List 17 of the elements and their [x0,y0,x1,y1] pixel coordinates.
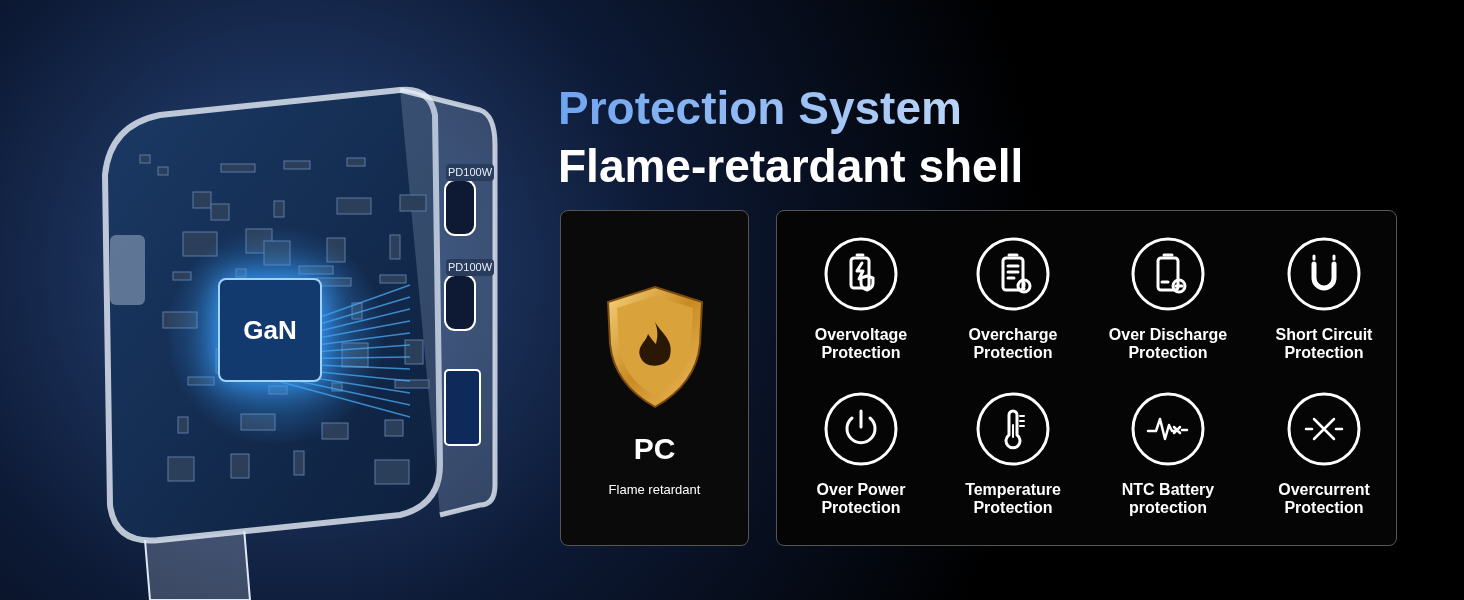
port-label: PD100W [446,164,495,181]
feature-label: Overcurrent Protection [1277,481,1371,517]
material-caption: Flame retardant [608,481,701,499]
chip-label: GaN [243,313,297,347]
features-panel [776,210,1397,546]
material-card [560,210,749,546]
feature-label: Short Circuit Protection [1274,326,1374,362]
feature-label: Temperature Protection [964,481,1062,517]
material-name: PC [633,432,676,466]
feature-label: Over Power Protection [815,481,907,517]
feature-label: Over Discharge Protection [1107,326,1229,362]
chip-box [218,278,322,382]
feature-label: NTC Battery protection [1120,481,1216,517]
subtitle: Flame-retardant shell [558,139,1024,194]
feature-label: Overvoltage Protection [813,326,909,362]
port-label: PD100W [446,259,495,276]
feature-label: Overcharge Protection [967,326,1059,362]
